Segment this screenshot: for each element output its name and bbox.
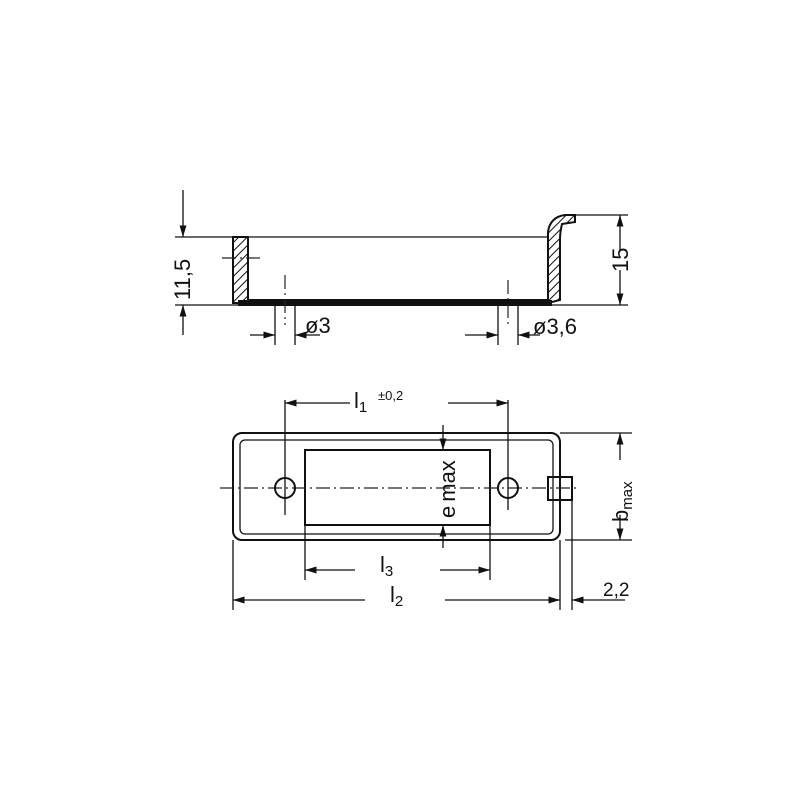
dim-hole-left: ø3 [305,313,331,338]
side-section-view: 11,5 15 ø3 ø3,6 [170,190,633,345]
dim-l2: l2 [390,582,403,610]
dim-l1-tolerance: ±0,2 [378,388,403,403]
outer-outline [232,432,561,541]
dim-l1: l1 [354,388,367,416]
dim-b-max: bmax [608,481,636,522]
dim-e-max: emax [435,460,460,518]
dim-height-inner: 11,5 [170,259,195,300]
dim-tab-width: 2,2 [603,580,629,601]
tab [547,476,573,501]
right-wall-section [547,214,576,305]
left-wall-section [232,236,249,304]
plan-view: l1 ±0,2 emax bmax l3 l2 2,2 [220,388,636,610]
inner-outline [239,439,554,535]
dim-height-total: 15 [608,248,633,272]
dim-hole-right: ø3,6 [533,314,577,339]
bottom-plate [238,300,552,306]
dim-l3: l3 [380,552,393,580]
